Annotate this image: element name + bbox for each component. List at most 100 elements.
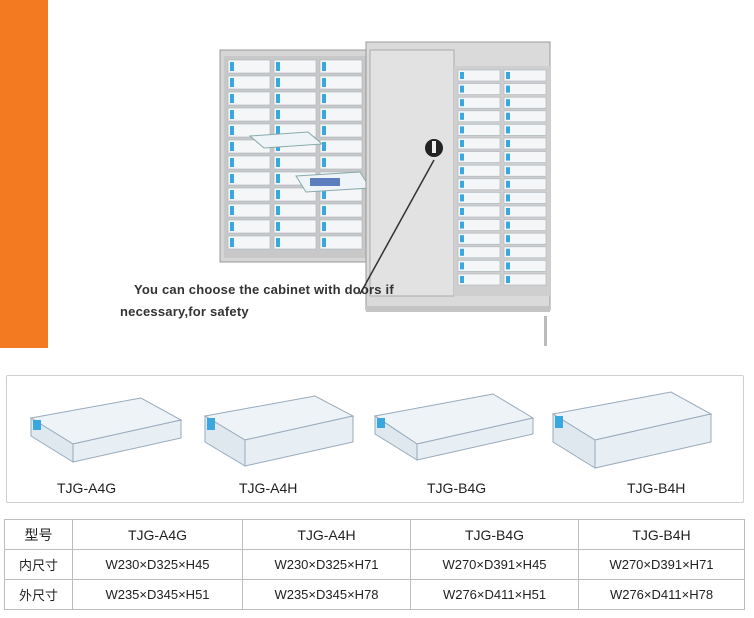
- drawer-clip: [460, 248, 464, 256]
- drawer: [457, 232, 501, 245]
- right-cabinet-drawers: [457, 69, 547, 286]
- drawer-clip: [230, 78, 234, 87]
- drawer-clip: [322, 94, 326, 103]
- drawer-clip: [230, 62, 234, 71]
- cabinet-illustration: [219, 41, 551, 346]
- spec-header-cell: TJG-B4G: [410, 519, 579, 550]
- drawer: [503, 178, 547, 191]
- spec-header-cell: TJG-B4H: [578, 519, 745, 550]
- drawer-clip: [460, 72, 464, 79]
- left-cabinet-drawers: [227, 59, 363, 250]
- drawer: [227, 155, 271, 170]
- drawer: [319, 155, 363, 170]
- drawer-clip: [322, 238, 326, 247]
- drawer-clip: [506, 194, 510, 202]
- drawer-clip: [322, 206, 326, 215]
- spec-cell: W270×D391×H45: [410, 549, 579, 580]
- drawer: [273, 203, 317, 218]
- spec-row-inner-size: 内尺寸 W230×D325×H45 W230×D325×H71 W270×D39…: [4, 549, 745, 580]
- drawer: [503, 192, 547, 204]
- drawer: [227, 171, 271, 186]
- drawer: [503, 246, 547, 259]
- drawer: [273, 75, 317, 90]
- drawer-clip: [460, 221, 464, 229]
- drawer: [227, 91, 271, 106]
- drawer: [457, 69, 501, 82]
- drawer-clip: [506, 99, 510, 107]
- drawer-clip: [276, 62, 280, 71]
- drawer: [503, 69, 547, 82]
- drawer-clip: [276, 126, 280, 135]
- drawer-clip: [460, 126, 464, 134]
- drawer-clip: [506, 235, 510, 243]
- drawer-clip: [506, 153, 510, 161]
- drawer-clip: [460, 99, 464, 107]
- drawer: [457, 164, 501, 177]
- tray-options-panel: TJG-A4G TJG-A4H TJG-B4G TJG-B4H: [6, 375, 744, 503]
- drawer: [457, 273, 501, 286]
- drawer: [319, 219, 363, 234]
- drawer: [457, 178, 501, 191]
- drawer: [227, 107, 271, 122]
- drawer-clip: [322, 126, 326, 135]
- drawer: [503, 164, 547, 177]
- drawer-clip: [506, 221, 510, 229]
- drawer: [457, 260, 501, 272]
- spec-header-row: 型号 TJG-A4G TJG-A4H TJG-B4G TJG-B4H: [4, 519, 745, 550]
- drawer: [227, 187, 271, 202]
- drawer-clip: [322, 62, 326, 71]
- drawer: [503, 83, 547, 95]
- drawer-clip: [506, 180, 510, 188]
- drawer: [457, 96, 501, 109]
- drawer: [227, 235, 271, 250]
- spec-row-label: 内尺寸: [4, 549, 73, 580]
- tray-image-b4g: [373, 393, 535, 461]
- drawer-clip: [460, 208, 464, 215]
- drawer: [319, 123, 363, 138]
- drawer-clip: [460, 262, 464, 270]
- drawer-clip: [230, 222, 234, 231]
- spec-header-cell: TJG-A4G: [72, 519, 243, 550]
- drawer: [273, 235, 317, 250]
- tray-image-a4h: [203, 395, 355, 467]
- drawer-clip: [322, 78, 326, 87]
- drawer-clip: [460, 167, 464, 175]
- drawer-clip: [506, 126, 510, 134]
- drawer: [457, 219, 501, 231]
- tray-image-b4h: [551, 391, 713, 469]
- drawer: [227, 203, 271, 218]
- tray-label-a4h: TJG-A4H: [239, 480, 298, 496]
- drawer-clip: [460, 235, 464, 243]
- drawer: [503, 137, 547, 150]
- drawer-clip: [460, 194, 464, 202]
- drawer: [503, 232, 547, 245]
- drawer-clip: [276, 206, 280, 215]
- spec-header-model: 型号: [4, 519, 73, 550]
- spec-cell: W276×D411×H51: [410, 579, 579, 610]
- caption-line-1: You can choose the cabinet with doors if: [134, 282, 394, 297]
- drawer-clip: [322, 110, 326, 119]
- drawer-clip: [230, 174, 234, 183]
- drawer-clip: [506, 262, 510, 270]
- spec-cell: W235×D345×H51: [72, 579, 243, 610]
- drawer-clip: [506, 140, 510, 147]
- drawer-clip: [276, 110, 280, 119]
- drawer-clip: [230, 94, 234, 103]
- spec-table: 型号 TJG-A4G TJG-A4H TJG-B4G TJG-B4H 内尺寸 W…: [4, 519, 745, 610]
- drawer: [457, 124, 501, 136]
- drawer: [503, 96, 547, 109]
- drawer-clip: [230, 158, 234, 167]
- drawer-clip: [506, 72, 510, 79]
- drawer: [503, 260, 547, 272]
- drawer: [273, 155, 317, 170]
- drawer: [457, 205, 501, 218]
- drawer: [457, 83, 501, 95]
- drawer-clip: [460, 112, 464, 120]
- drawer-clip: [322, 222, 326, 231]
- drawer-clip: [460, 153, 464, 161]
- drawer-clip: [322, 190, 326, 199]
- spec-cell: W230×D325×H71: [242, 549, 411, 580]
- drawer-clip: [276, 174, 280, 183]
- drawer: [273, 219, 317, 234]
- drawer-clip: [322, 158, 326, 167]
